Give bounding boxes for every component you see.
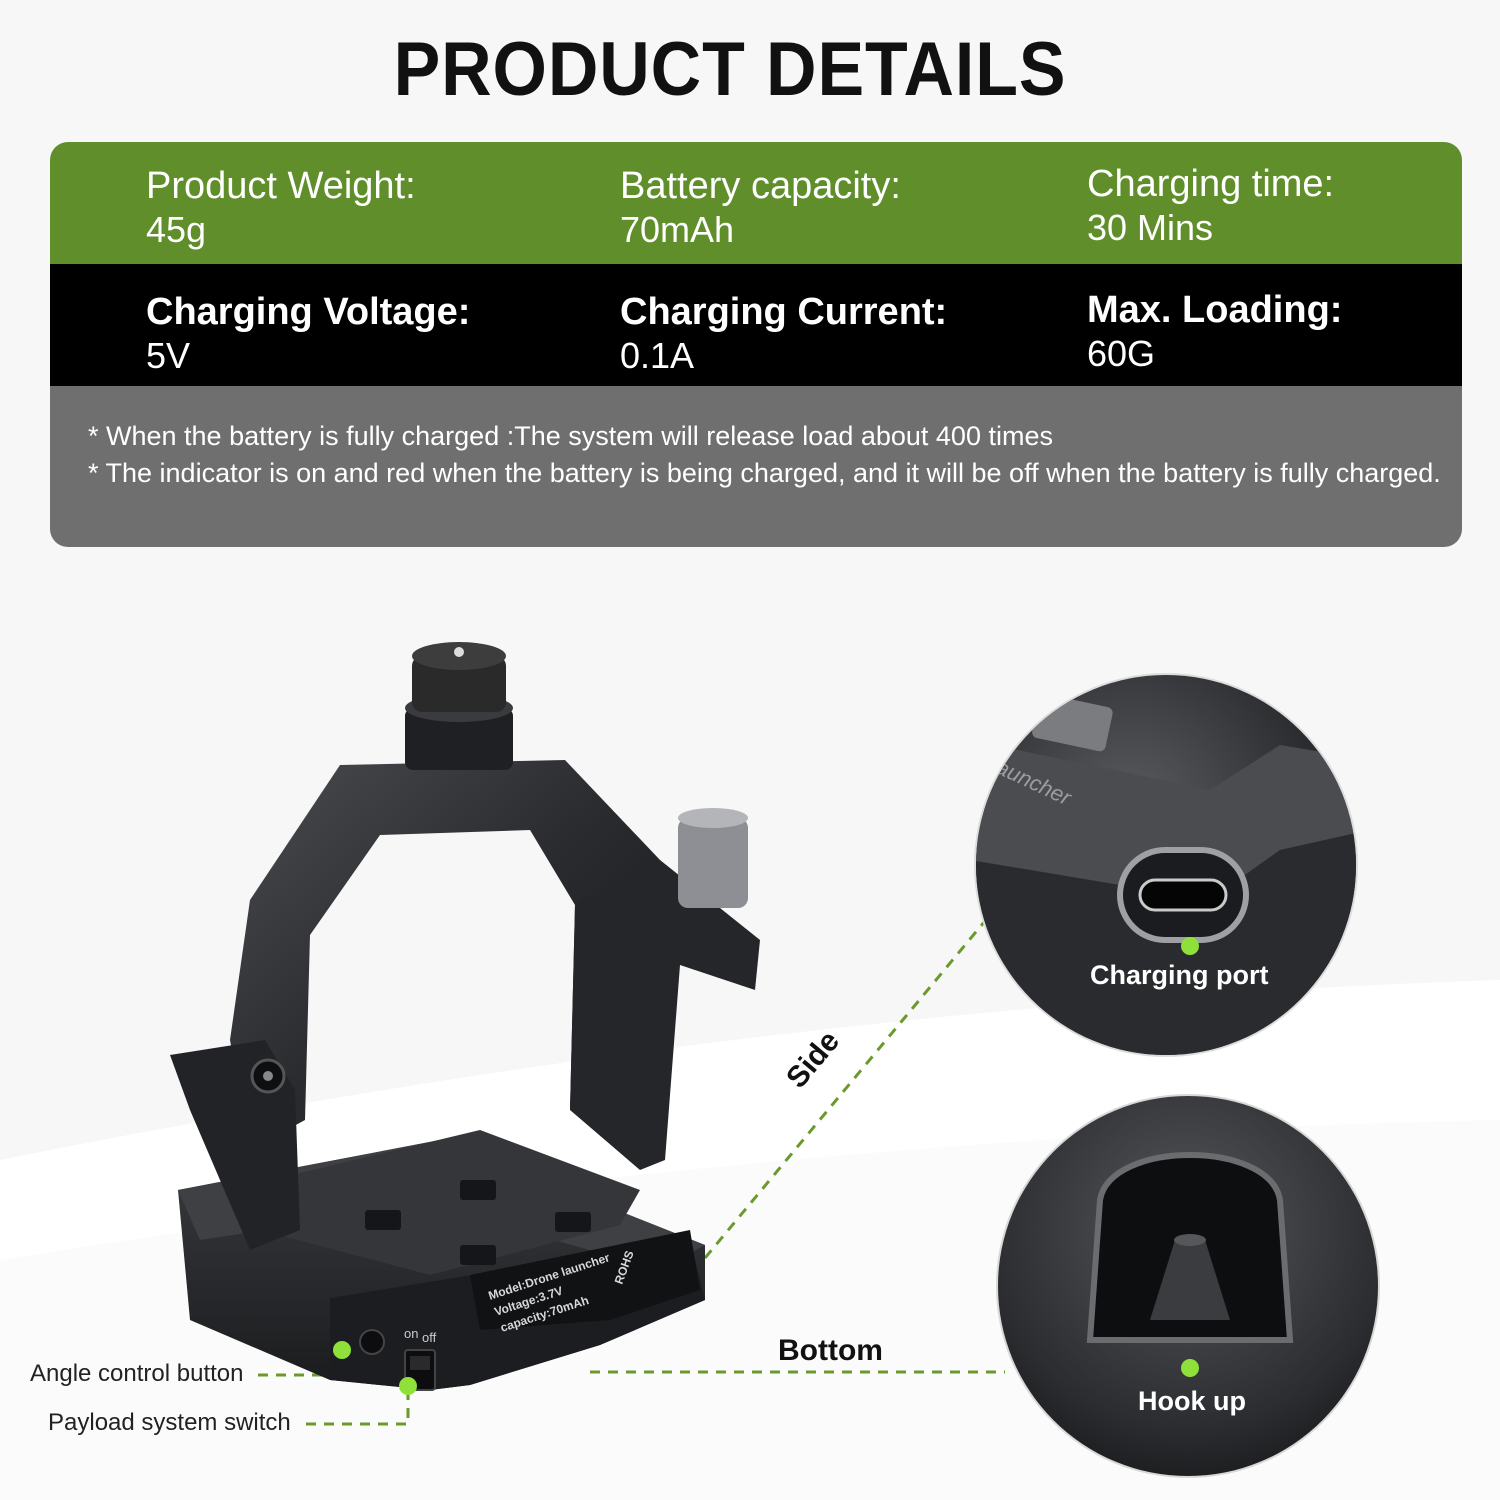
drone-launcher-device: Model:Drone launcher Voltage:3.7V capaci… xyxy=(170,642,760,1395)
note-indicator: * The indicator is on and red when the b… xyxy=(88,458,1441,488)
switch-indicator-dot xyxy=(399,1377,417,1395)
charging-port-indicator-dot xyxy=(1181,937,1199,955)
side-detail-circle: launcher xyxy=(974,673,1358,1057)
angle-control-button-label: Angle control button xyxy=(30,1360,244,1387)
spec-product-weight: Product Weight: 45g xyxy=(146,165,416,250)
switch-on-text: on xyxy=(404,1326,418,1341)
bottom-label: Bottom xyxy=(778,1334,883,1367)
spec-notes: * When the battery is fully charged :The… xyxy=(88,418,1448,492)
spec-table: Product Weight: 45g Battery capacity: 70… xyxy=(50,142,1462,547)
spec-charging-current: Charging Current: 0.1A xyxy=(620,291,948,376)
spec-row-2: Charging Voltage: 5V Charging Current: 0… xyxy=(50,264,1462,386)
spec-battery-capacity: Battery capacity: 70mAh xyxy=(620,165,901,250)
payload-system-switch-label: Payload system switch xyxy=(48,1409,291,1436)
switch-off-text: off xyxy=(422,1330,437,1345)
note-release-load: * When the battery is fully charged :The… xyxy=(88,421,1053,451)
bottom-detail-circle xyxy=(996,1094,1380,1478)
spec-notes-band xyxy=(50,386,1462,547)
side-label: Side xyxy=(780,1025,846,1095)
spec-row-1: Product Weight: 45g Battery capacity: 70… xyxy=(50,142,1462,264)
page-title: PRODUCT DETAILS xyxy=(393,27,1067,112)
spec-charging-time: Charging time: 30 Mins xyxy=(1087,163,1335,248)
angle-button-indicator-dot xyxy=(333,1341,351,1359)
spec-max-loading: Max. Loading: 60G xyxy=(1087,289,1343,374)
hook-up-label: Hook up xyxy=(1138,1386,1246,1416)
spec-charging-voltage: Charging Voltage: 5V xyxy=(146,291,471,376)
charging-port-label: Charging port xyxy=(1090,960,1269,990)
hook-indicator-dot xyxy=(1181,1359,1199,1377)
